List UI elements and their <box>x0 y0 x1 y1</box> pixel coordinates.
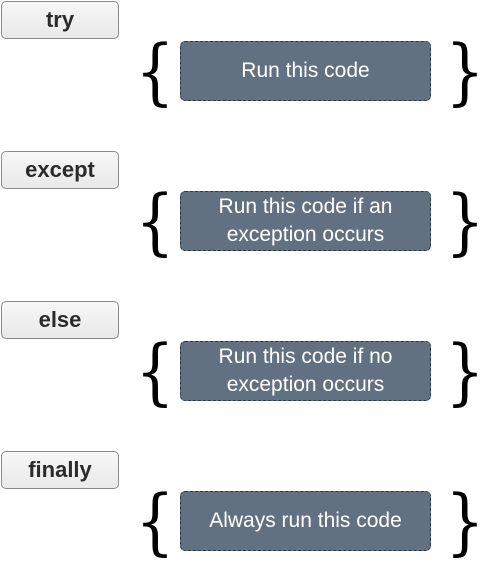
code-block-except: Run this code if an exception occurs <box>180 191 431 251</box>
keyword-else: else <box>1 301 119 339</box>
code-block-else: Run this code if no exception occurs <box>180 341 431 401</box>
close-brace: } <box>445 29 485 113</box>
open-brace: { <box>135 479 175 563</box>
close-brace: } <box>445 179 485 263</box>
keyword-finally: finally <box>1 451 119 489</box>
keyword-except: except <box>1 151 119 189</box>
keyword-try: try <box>1 1 119 39</box>
open-brace: { <box>135 179 175 263</box>
open-brace: { <box>135 329 175 413</box>
code-block-try: Run this code <box>180 41 431 101</box>
open-brace: { <box>135 29 175 113</box>
close-brace: } <box>445 329 485 413</box>
code-block-finally: Always run this code <box>180 491 431 551</box>
close-brace: } <box>445 479 485 563</box>
